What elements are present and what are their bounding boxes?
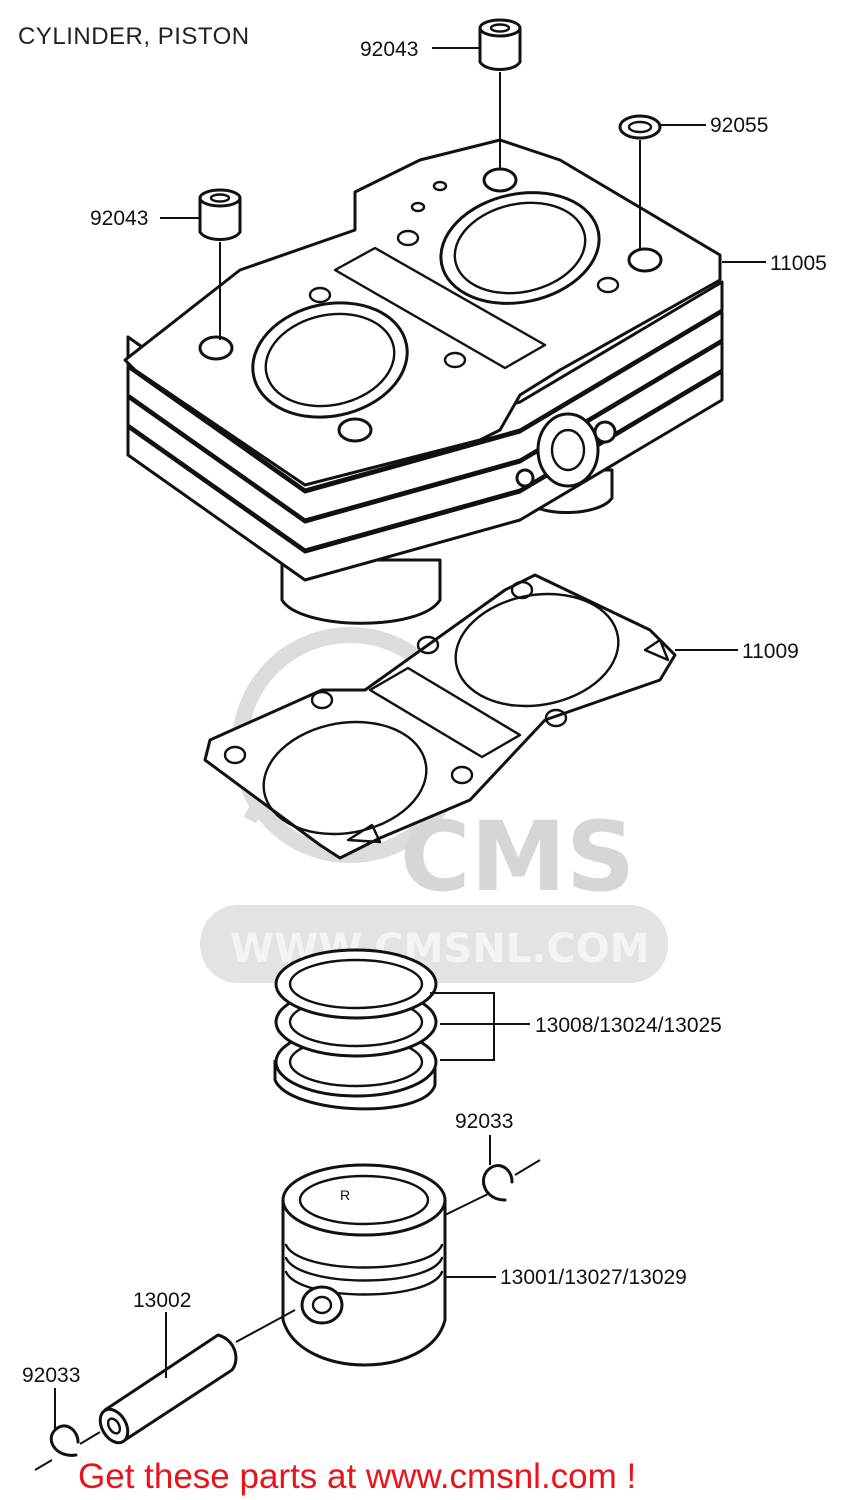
circlip-right [482,1164,514,1202]
page-title: CYLINDER, PISTON [18,23,250,50]
callout-piston: 13001/13027/13029 [500,1266,687,1289]
piston: R [281,1163,447,1367]
callout-92043-left: 92043 [90,207,148,230]
cylinder-block [123,138,724,625]
watermark-logo: CMS [400,801,635,913]
watermark: CMS WWW.CMSNL.COM [200,627,668,983]
callout-11005: 11005 [770,252,827,275]
svg-text:R: R [340,1187,350,1203]
callout-92055: 92055 [710,114,768,137]
callout-rings: 13008/13024/13025 [535,1014,722,1037]
callout-92033-right: 92033 [455,1110,513,1133]
base-gasket [203,573,677,860]
circlip-left [49,1424,80,1457]
o-ring [618,114,662,140]
sleeve-left [198,188,242,241]
piston-rings [273,948,438,1111]
footer-link[interactable]: Get these parts at www.cmsnl.com ! [78,1457,636,1496]
callout-92043-top: 92043 [360,38,418,61]
callout-13002: 13002 [133,1289,191,1312]
callout-92033-left: 92033 [22,1364,80,1387]
callout-11009: 11009 [742,640,799,663]
piston-pin [98,1333,238,1445]
sleeve-top [478,18,522,71]
